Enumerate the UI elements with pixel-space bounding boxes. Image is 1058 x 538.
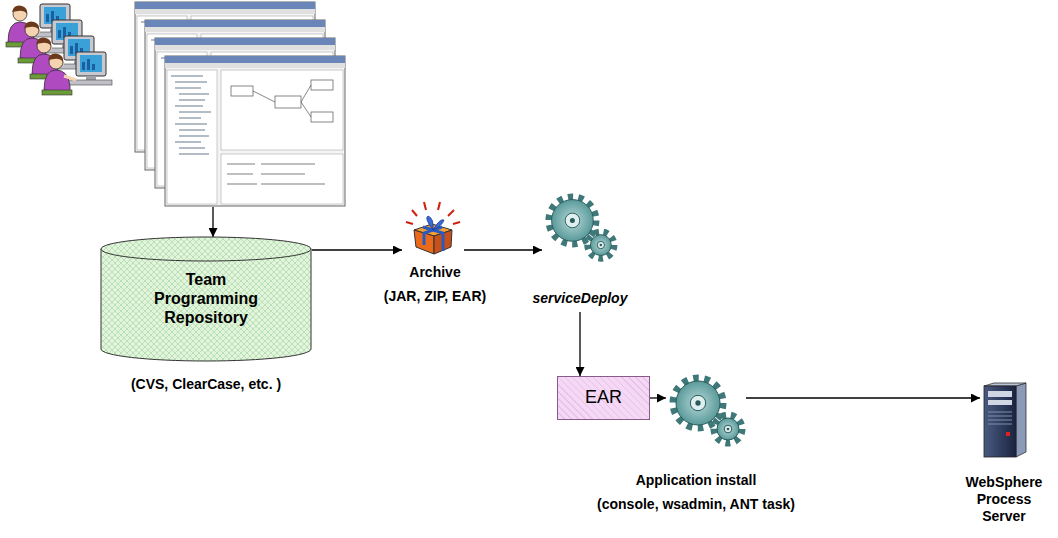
server-node: WebSphere Process Server [952,382,1056,532]
flow-arrow [312,249,402,250]
ear-box: EAR [557,376,650,420]
icon [542,192,618,264]
icon [980,382,1028,458]
install-methods: (console, wsadmin, ANT task) [590,496,802,513]
icon [402,200,464,255]
install-label: Application install [590,472,802,489]
archive-label: Archive [378,264,492,281]
commit-arrow [212,207,213,237]
archive-node: Archive (JAR, ZIP, EAR) [378,200,492,312]
icon [666,372,746,450]
gears-icon [542,192,618,264]
server-label: WebSphere Process Server [956,474,1052,524]
ear-label: EAR [579,387,628,409]
archive-formats: (JAR, ZIP, EAR) [378,288,492,305]
flow-arrow [650,397,666,398]
developers-illustration [6,4,112,95]
repository-label: Team Programming Repository [140,270,272,328]
gears-icon [666,372,746,450]
repository-cylinder: Team Programming Repository (CVS, ClearCa… [100,236,312,401]
install-node: Application install (console, wsadmin, AN… [590,372,802,522]
archive-gift-icon [402,200,464,255]
deploy-tool-node: serviceDeploy [530,192,630,312]
flow-arrow [746,397,980,398]
screenshot-stack [135,2,345,206]
flow-arrow [464,249,542,250]
tool-label: serviceDeploy [530,290,630,307]
repository-note: (CVS, ClearCase, etc. ) [100,376,312,393]
flow-arrow [579,312,580,376]
server-icon [980,382,1028,458]
